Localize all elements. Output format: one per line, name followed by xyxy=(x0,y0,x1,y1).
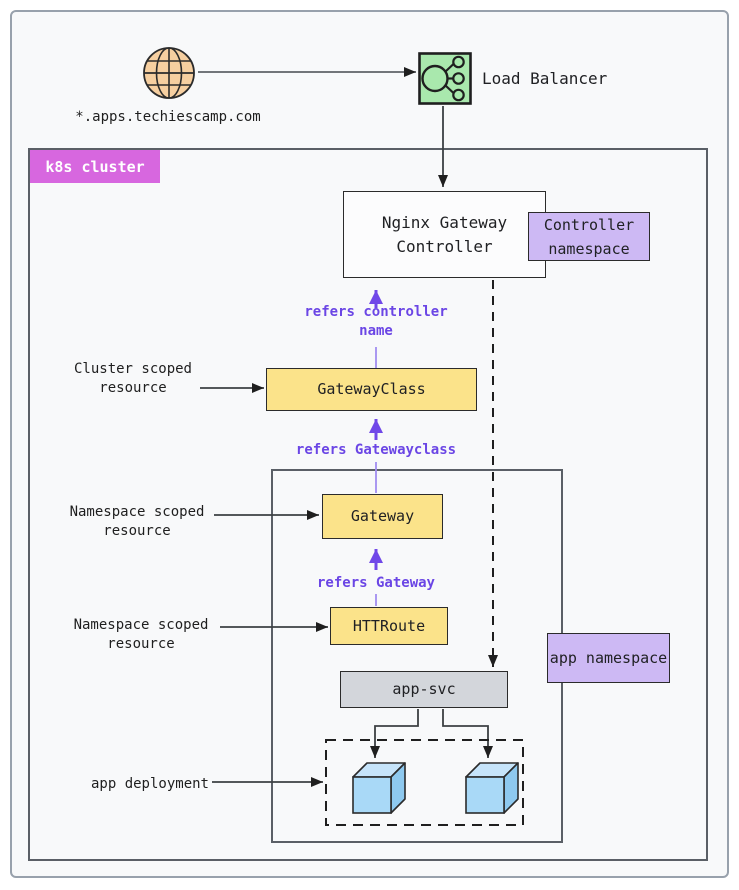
httroute-label: HTTRoute xyxy=(352,616,426,635)
app-svc-label: app-svc xyxy=(392,680,456,698)
internet-globe-icon xyxy=(141,45,197,101)
k8s-cluster-badge-label: k8s cluster xyxy=(45,157,145,176)
side-label-app-deployment: app deployment xyxy=(90,776,209,792)
app-namespace-label: app namespace xyxy=(549,649,668,667)
load-balancer-label: Load Balancer xyxy=(482,69,608,88)
pod-cube-icon xyxy=(351,761,407,815)
domain-label: *.apps.techiescamp.com xyxy=(75,109,261,125)
k8s-cluster-box xyxy=(28,148,708,861)
side-label-namespace-scoped-1: Namespace scoped resource xyxy=(69,504,205,539)
pod-cube-icon xyxy=(464,761,520,815)
annotation-refers-gateway: refers Gateway xyxy=(316,575,435,591)
controller-namespace-label: Controller namespace xyxy=(543,215,635,258)
annotation-refers-controller-name: refers controller name xyxy=(304,304,448,339)
app-namespace-badge: app namespace xyxy=(547,633,670,683)
annotation-refers-gatewayclass: refers Gatewayclass xyxy=(295,442,457,458)
gateway-label: Gateway xyxy=(350,507,415,525)
side-label-cluster-scoped: Cluster scoped resource xyxy=(73,361,192,396)
gatewayclass-label: GatewayClass xyxy=(317,380,426,398)
httroute-box: HTTRoute xyxy=(330,607,448,645)
gateway-box: Gateway xyxy=(322,494,443,539)
side-label-namespace-scoped-2: Namespace scoped resource xyxy=(73,617,209,652)
load-balancer-icon xyxy=(418,52,472,105)
nginx-gateway-controller-box: Nginx Gateway Controller xyxy=(343,191,546,278)
gatewayclass-box: GatewayClass xyxy=(266,368,477,411)
app-svc-box: app-svc xyxy=(340,671,508,708)
controller-namespace-badge: Controller namespace xyxy=(528,212,650,261)
nginx-gateway-controller-label: Nginx Gateway Controller xyxy=(381,212,508,256)
k8s-cluster-badge: k8s cluster xyxy=(30,150,160,183)
